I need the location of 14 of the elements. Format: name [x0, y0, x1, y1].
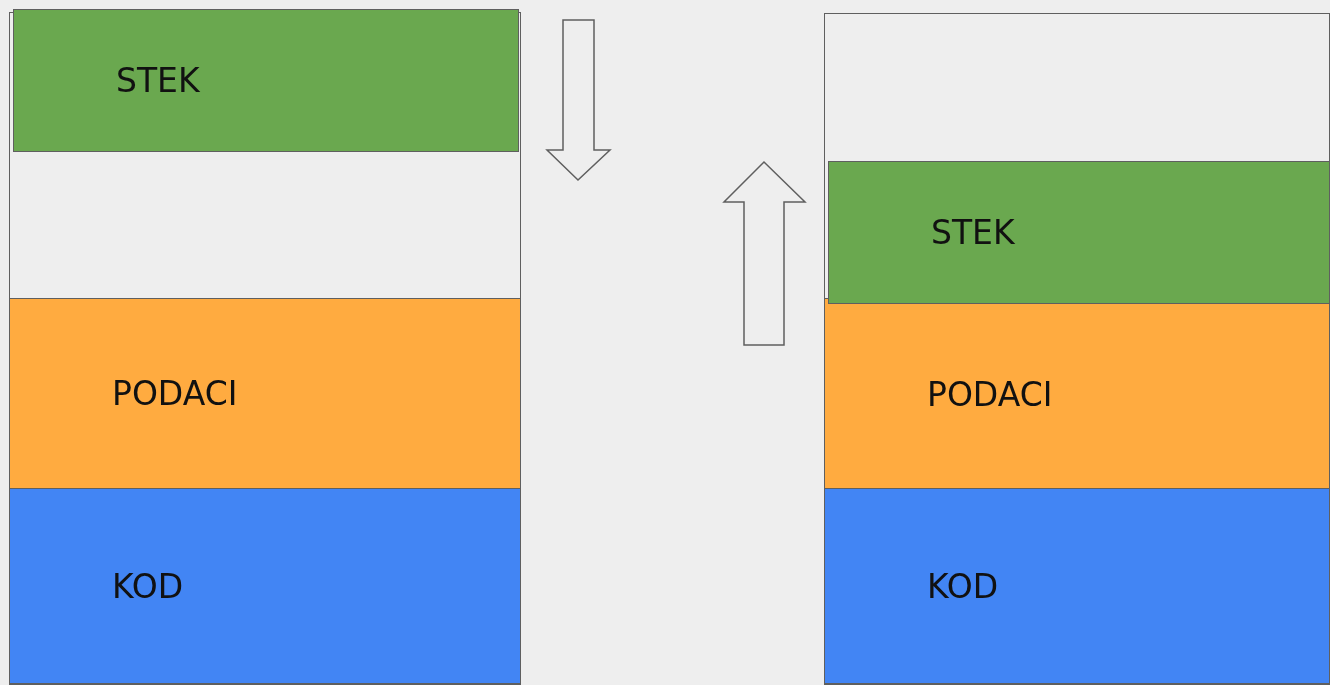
- memory-segment: [824, 488, 1330, 684]
- memory-column: [9, 12, 521, 685]
- memory-segment: [824, 298, 1330, 490]
- memory-segment: [9, 488, 521, 684]
- segment-label: KOD: [112, 566, 184, 606]
- segment-label: KOD: [927, 566, 999, 606]
- memory-segment: [9, 298, 521, 489]
- segment-label: PODACI: [112, 374, 238, 413]
- segment-label: STEK: [931, 213, 1015, 252]
- segment-label: PODACI: [927, 374, 1053, 414]
- memory-segment: [13, 9, 519, 152]
- memory-segment: [828, 161, 1330, 304]
- memory-column: [824, 13, 1330, 685]
- segment-label: STEK: [116, 61, 200, 100]
